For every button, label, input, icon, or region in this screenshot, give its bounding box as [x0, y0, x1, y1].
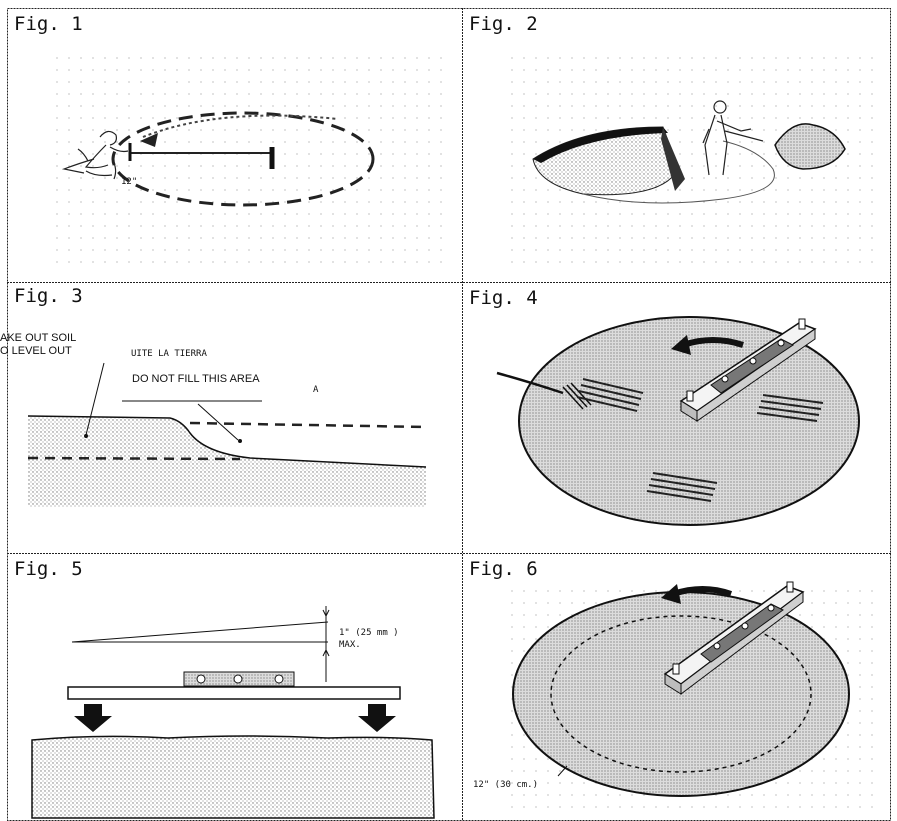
figure-4-title: Fig. 4	[469, 287, 538, 309]
figure-3-a-marker: A	[313, 385, 318, 396]
figure-5-drawing	[8, 554, 462, 821]
figure-4-drawing	[463, 283, 890, 553]
figure-6-panel: Fig. 6 12" (30 cm.)	[463, 554, 890, 821]
figure-5-panel: Fig. 5 1" (25 mm ) MAX.	[8, 554, 462, 821]
figure-3-panel: Fig. 3 AKE OUT SOIL O LEVEL OUT UITE LA …	[0, 283, 462, 553]
figure-6-distance-label: 12" (30 cm.)	[473, 780, 538, 791]
figure-1-title: Fig. 1	[14, 13, 83, 35]
figure-5-measure-label: 1" (25 mm )	[339, 628, 399, 639]
figure-3-do-not-fill-label: DO NOT FILL THIS AREA	[132, 373, 260, 386]
figure-3-drawing	[0, 283, 462, 553]
figure-2-panel: Fig. 2	[463, 9, 890, 282]
figure-5-max-label: MAX.	[339, 640, 361, 651]
figure-5-title: Fig. 5	[14, 558, 83, 580]
figure-1-radius-label: 12"	[121, 177, 137, 188]
figure-3-take-out-soil-label: AKE OUT SOIL	[0, 332, 76, 345]
figure-3-spanish-label: UITE LA TIERRA	[131, 349, 207, 360]
figure-1-panel: Fig. 1 12"	[8, 9, 462, 282]
figure-6-title: Fig. 6	[469, 558, 538, 580]
figure-3-level-out-label: O LEVEL OUT	[0, 345, 72, 358]
figure-2-title: Fig. 2	[469, 13, 538, 35]
figure-1-drawing	[8, 9, 462, 282]
figure-3-title: Fig. 3	[14, 285, 83, 307]
figure-2-drawing	[463, 9, 890, 282]
figure-4-panel: Fig. 4	[463, 283, 890, 553]
